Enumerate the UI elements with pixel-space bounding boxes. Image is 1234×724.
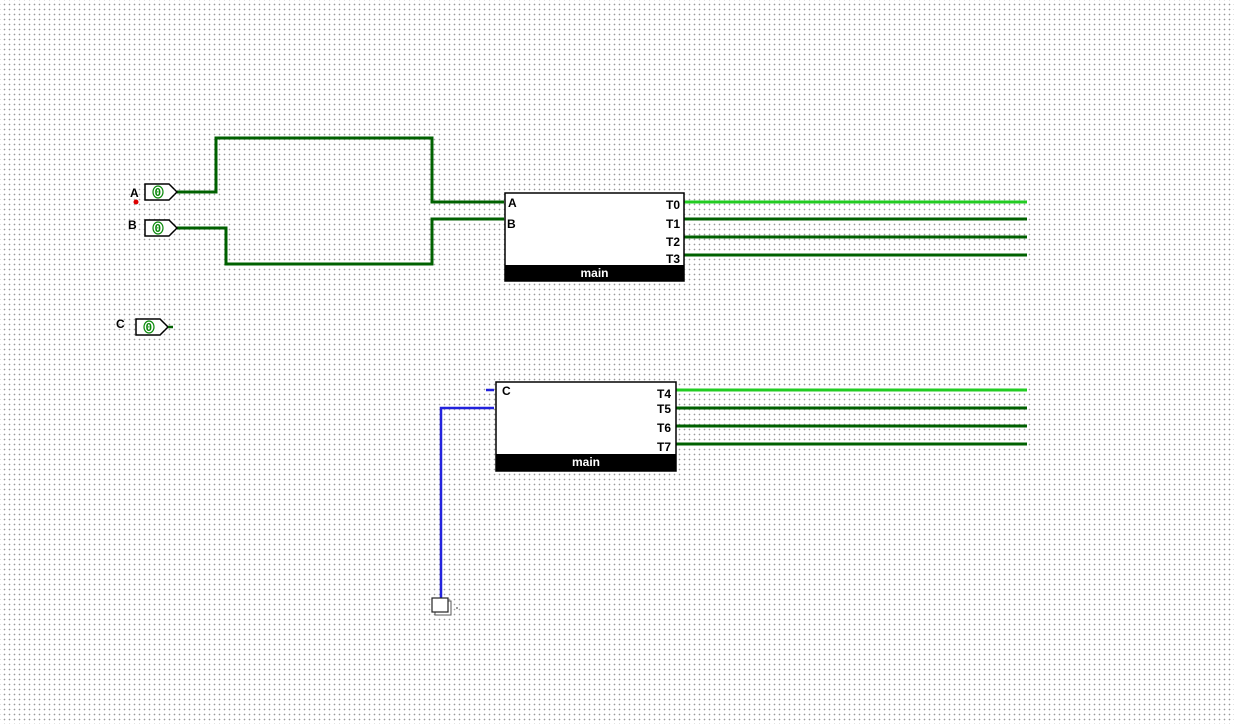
input-pin-a-body[interactable] — [144, 183, 179, 201]
input-pin-c-value: 0 — [146, 321, 153, 334]
component-pin-dot — [456, 607, 458, 609]
subcircuit-bottom-pin-t6: T6 — [657, 421, 671, 435]
subcircuit-main-bottom[interactable]: main C T4 T5 T6 T7 — [495, 381, 677, 472]
input-pin-c-body[interactable] — [135, 318, 170, 336]
subcircuit-bottom-pin-t5: T5 — [657, 402, 671, 416]
subcircuit-top-pin-t1: T1 — [666, 217, 680, 231]
input-pin-b-value-ring — [152, 221, 164, 235]
input-pin-a[interactable]: A 0 — [130, 183, 179, 205]
wires-top — [177, 136, 1027, 266]
subcircuit-main-top[interactable]: main A B T0 T1 T2 T3 — [504, 192, 685, 282]
input-pin-b-body[interactable] — [144, 219, 179, 237]
subcircuit-top-pin-t0: T0 — [666, 198, 680, 212]
subcircuit-main-bottom-name: main — [572, 455, 600, 469]
subcircuit-main-top-name: main — [580, 266, 608, 280]
input-pin-b[interactable]: B 0 — [128, 218, 179, 237]
wire-b[interactable] — [177, 217, 504, 266]
input-pin-b-label: B — [128, 218, 137, 232]
document-component-icon[interactable] — [431, 597, 458, 616]
wires-bottom — [439, 388, 1027, 600]
subcircuit-bottom-pin-c: C — [502, 384, 511, 398]
wire-a[interactable] — [177, 136, 504, 204]
input-pin-a-value-ring — [152, 185, 164, 199]
input-pin-c-value-ring — [143, 320, 155, 334]
subcircuit-main-top-banner — [505, 265, 684, 281]
subcircuit-bottom-pin-t7: T7 — [657, 440, 671, 454]
input-pin-c-label: C — [116, 317, 125, 331]
input-pin-a-value: 0 — [155, 186, 162, 199]
input-pin-a-label: A — [130, 186, 139, 200]
subcircuit-bottom-pin-t4: T4 — [657, 387, 671, 401]
subcircuit-top-pin-t3: T3 — [666, 252, 680, 266]
probe-dot — [133, 199, 139, 205]
wire-c-unconnected[interactable] — [439, 406, 494, 600]
component-body[interactable] — [431, 597, 449, 613]
subcircuit-top-pin-a: A — [508, 196, 517, 210]
subcircuit-top-pin-b: B — [507, 217, 516, 231]
input-pin-c[interactable]: C 0 — [116, 317, 173, 336]
subcircuit-main-bottom-banner — [496, 454, 676, 471]
subcircuit-top-pin-t2: T2 — [666, 235, 680, 249]
input-pin-b-value: 0 — [155, 222, 162, 235]
